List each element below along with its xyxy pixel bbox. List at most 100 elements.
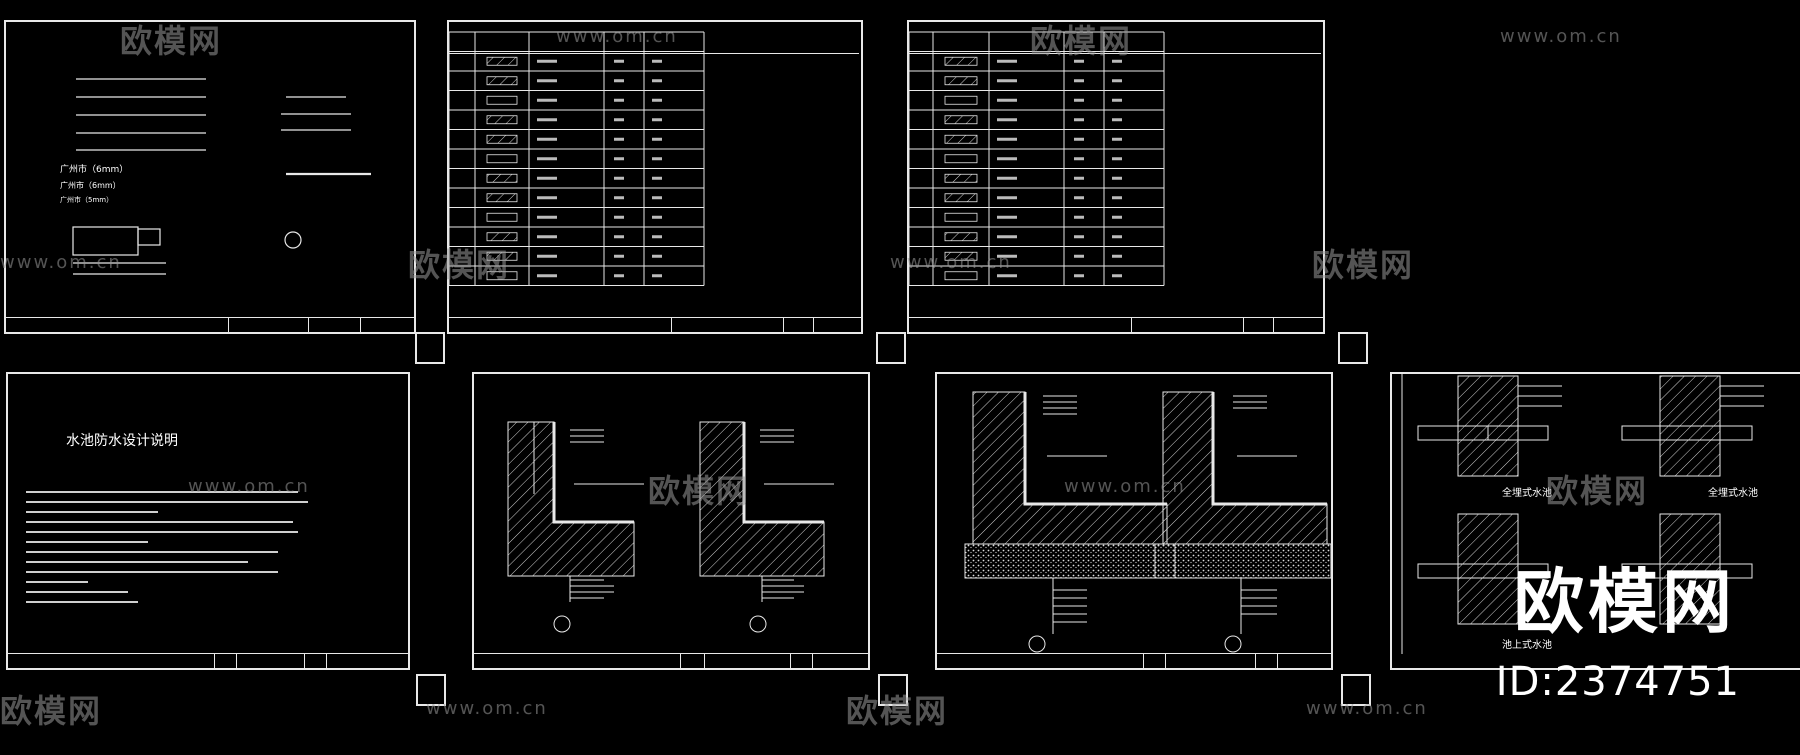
title-block-cell xyxy=(236,654,304,668)
title-block xyxy=(937,653,1331,668)
watermark-url: www.om.cn xyxy=(188,476,310,497)
table-cell-text xyxy=(652,118,662,122)
legend-title-3: 广州市（5mm） xyxy=(60,196,114,204)
material-swatch xyxy=(944,271,978,281)
material-swatch xyxy=(486,56,518,66)
watermark-brand: 欧模网 xyxy=(120,22,223,60)
title-block-cell xyxy=(671,318,783,332)
table-cell-text xyxy=(614,79,624,83)
table-cell-text xyxy=(1074,98,1084,102)
table-cell-text xyxy=(652,98,662,102)
pipe-penetration-details xyxy=(1401,374,1764,654)
title-block xyxy=(474,653,868,668)
table-cell-text xyxy=(537,157,557,161)
material-swatch xyxy=(486,173,518,183)
pool-wall-sections xyxy=(964,391,1331,653)
table-cell-text xyxy=(652,157,662,161)
table-cell-text xyxy=(1112,79,1122,83)
title-block-cell xyxy=(1131,318,1243,332)
brand-logo-text: 欧模网 xyxy=(1514,561,1736,643)
title-block-cell xyxy=(790,654,812,668)
sheet-design-notes: 水池防水设计说明 xyxy=(6,372,410,670)
corner-box xyxy=(415,332,445,364)
legend-lines xyxy=(72,78,371,275)
table-cell-text xyxy=(652,215,662,219)
corner-box xyxy=(416,674,446,706)
material-swatch xyxy=(486,95,518,105)
watermark-brand: 欧模网 xyxy=(648,472,751,510)
detail-caption-1: 全埋式水池 xyxy=(1502,488,1552,499)
pool-corner-sections xyxy=(507,421,834,633)
table-cell-text xyxy=(652,274,662,278)
table-cell-text xyxy=(997,235,1017,239)
table-cell-text xyxy=(1074,59,1084,63)
table-cell-text xyxy=(614,137,624,141)
title-block-cell xyxy=(1255,654,1277,668)
material-swatch xyxy=(944,56,978,66)
table-cell-text xyxy=(614,254,624,258)
table-cell-text xyxy=(997,254,1017,258)
material-swatch xyxy=(486,154,518,164)
watermark-brand: 欧模网 xyxy=(846,692,949,730)
watermark-url: www.om.cn xyxy=(426,698,548,719)
material-swatch xyxy=(486,134,518,144)
table-cell-text xyxy=(1112,254,1122,258)
table-cell-text xyxy=(1112,215,1122,219)
material-swatch xyxy=(944,134,978,144)
corner-box xyxy=(878,674,908,706)
table-cell-text xyxy=(1074,274,1084,278)
title-block-cell xyxy=(1277,654,1331,668)
material-swatch xyxy=(944,95,978,105)
table-cell-text xyxy=(652,254,662,258)
table-cell-text xyxy=(1112,196,1122,200)
material-swatch xyxy=(944,115,978,125)
title-block-cell xyxy=(360,318,414,332)
title-block-cell xyxy=(304,654,326,668)
notes-text-lines xyxy=(26,491,308,603)
table-cell-text xyxy=(614,215,624,219)
table-cell-text xyxy=(537,215,557,219)
table-cell-text xyxy=(537,254,557,258)
sheet-material-table-2 xyxy=(907,20,1325,334)
watermark-url: www.om.cn xyxy=(0,252,122,273)
title-block-cell xyxy=(813,318,861,332)
table-cell-text xyxy=(1074,137,1084,141)
title-block xyxy=(6,317,414,332)
table-cell-text xyxy=(537,176,557,180)
table-cell-text xyxy=(614,59,624,63)
table-cell-text xyxy=(997,79,1017,83)
title-block-cell xyxy=(308,318,360,332)
watermark-brand: 欧模网 xyxy=(408,246,511,284)
table-cell-text xyxy=(614,176,624,180)
material-swatch xyxy=(486,251,518,261)
corner-box xyxy=(876,332,906,364)
title-block-cell xyxy=(783,318,813,332)
table-cell-text xyxy=(537,59,557,63)
table-cell-text xyxy=(997,196,1017,200)
material-swatch xyxy=(486,232,518,242)
table-cell-text xyxy=(537,235,557,239)
table-cell-text xyxy=(1112,118,1122,122)
legend-title-1: 广州市（6mm） xyxy=(60,165,129,175)
title-block-cell xyxy=(1243,318,1273,332)
watermark-brand: 欧模网 xyxy=(1312,246,1415,284)
table-cell-text xyxy=(1074,157,1084,161)
table-cell-text xyxy=(1112,157,1122,161)
table-cell-text xyxy=(1074,196,1084,200)
table-cell-text xyxy=(1074,215,1084,219)
table-cell-text xyxy=(1112,59,1122,63)
corner-box xyxy=(1341,674,1371,706)
title-block-cell xyxy=(1143,654,1165,668)
table-cell-text xyxy=(1112,176,1122,180)
watermark-brand: 欧模网 xyxy=(0,692,103,730)
material-swatch xyxy=(944,76,978,86)
detail-caption-2: 全埋式水池 xyxy=(1708,488,1758,499)
table-cell-text xyxy=(1074,118,1084,122)
title-block-cell xyxy=(704,654,790,668)
table-cell-text xyxy=(614,98,624,102)
table-cell-text xyxy=(652,137,662,141)
title-block-cell xyxy=(214,654,236,668)
watermark-url: www.om.cn xyxy=(1306,698,1428,719)
table-cell-text xyxy=(997,59,1017,63)
table-cell-text xyxy=(1074,79,1084,83)
